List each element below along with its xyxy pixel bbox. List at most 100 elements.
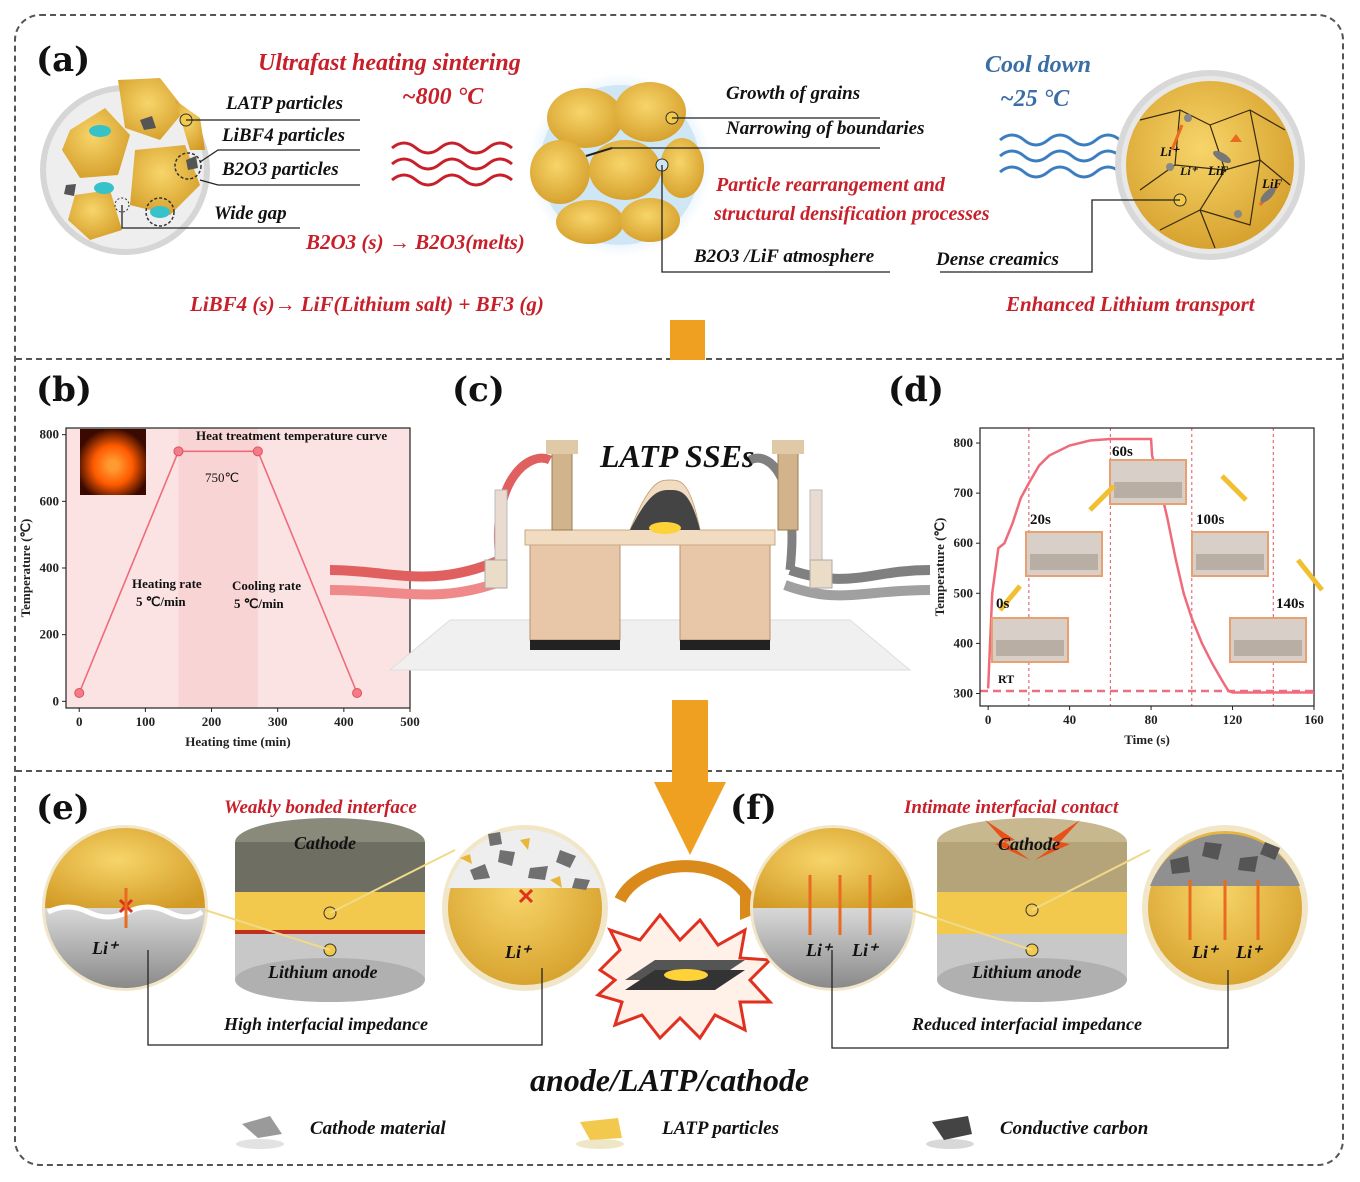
snapshot-arrow — [1296, 558, 1324, 592]
chart-b-legend: Heat treatment temperature curve — [196, 428, 388, 443]
snapshot-140s: 140s — [1276, 596, 1305, 612]
rt-label: RT — [998, 672, 1015, 686]
data-point — [252, 446, 263, 457]
shaded-region — [178, 428, 258, 708]
snapshot-photo-detail — [1030, 554, 1098, 570]
panel-label-f: (f) — [730, 788, 777, 828]
x-tick-label: 400 — [334, 714, 354, 729]
lightning-icon — [1035, 820, 1080, 860]
red-cable — [330, 555, 502, 582]
snapshot-arrow — [998, 584, 1022, 612]
x-tick-label: 0 — [985, 712, 992, 727]
x-axis-label: Heating time (min) — [185, 734, 290, 749]
y-tick-label: 400 — [40, 560, 60, 575]
e-impedance: High interfacial impedance — [224, 1014, 428, 1034]
down-arrow-2 — [654, 700, 726, 855]
latp-particle-icon — [580, 1118, 622, 1140]
label-rearrangement-2: structural densification processes — [714, 203, 990, 225]
f-title: Intimate interfacial contact — [904, 797, 1119, 818]
snapshot-photo-detail — [1114, 482, 1182, 498]
f-cathode-label: Cathode — [998, 834, 1061, 854]
x-axis-label: Time (s) — [1124, 732, 1170, 747]
latp-particle — [130, 145, 200, 215]
y-axis-label: Temperature (℃) — [932, 518, 947, 617]
f-li-2: Li⁺ — [852, 940, 878, 960]
heat-wave — [391, 141, 513, 155]
label-lif-1: LiF — [1208, 163, 1229, 178]
data-point — [74, 688, 85, 698]
label-growth-grains: Growth of grains — [726, 83, 861, 104]
plot-frame — [979, 427, 1315, 707]
f-li-4: Li⁺ — [1236, 942, 1262, 962]
reaction-b2o3: B2O3 (s) → B2O3(melts) — [306, 230, 525, 254]
snapshot-photo-detail — [1234, 640, 1302, 656]
panel-label-b: (b) — [36, 370, 92, 410]
snapshot-60s: 60s — [1112, 444, 1133, 460]
label-dense-ceramics: Dense creamics — [936, 249, 1059, 270]
snapshot-arrow — [1220, 474, 1248, 502]
x-tick-label: 120 — [1223, 712, 1243, 727]
heated-sample — [649, 522, 681, 534]
snapshot-0s: 0s — [996, 596, 1010, 612]
x-tick-label: 160 — [1304, 712, 1324, 727]
chart-b-cooling-rate: Cooling rate — [232, 578, 301, 593]
cathode-material-icon — [242, 1116, 282, 1138]
densifying-grains — [530, 82, 704, 244]
label-libf4-particles: LiBF4 particles — [222, 125, 345, 146]
panel-label-e: (e) — [36, 788, 90, 828]
snapshot-photo-detail — [996, 640, 1064, 656]
x-tick-label: 500 — [400, 714, 420, 729]
f-anode-label: Lithium anode — [972, 962, 1082, 982]
y-tick-label: 500 — [954, 585, 974, 600]
data-point — [352, 688, 363, 698]
panel-label-c: (c) — [452, 370, 505, 410]
b2o3-particle — [140, 116, 156, 130]
libf4-particle — [150, 206, 170, 218]
label-li-plus-a2: Li⁺ — [1180, 164, 1197, 178]
label-latp-particles: LATP particles — [226, 93, 343, 114]
legend-conductive-carbon: Conductive carbon — [1000, 1118, 1149, 1139]
cool-temp: ~25 °C — [1000, 86, 1070, 112]
label-li-plus-a1: Li⁺ — [1160, 144, 1179, 159]
chart-b-cooling-rate-value: 5 ℃/min — [234, 596, 284, 611]
chart-b-heating-rate: Heating rate — [132, 576, 202, 591]
heat-title: Ultrafast heating sintering — [258, 50, 521, 76]
e-anode-label: Lithium anode — [268, 962, 378, 982]
snapshot-photo-detail — [1196, 554, 1264, 570]
x-tick-label: 100 — [136, 714, 156, 729]
x-tick-label: 300 — [268, 714, 288, 729]
left-electrode-block — [529, 539, 621, 641]
chart-b-heating-rate-value: 5 ℃/min — [136, 594, 186, 609]
heat-temp: ~800 °C — [402, 84, 484, 110]
cool-title: Cool down — [985, 52, 1092, 78]
panel-label-a: (a) — [36, 40, 91, 80]
y-tick-label: 300 — [954, 685, 974, 700]
interface-graphics — [42, 818, 1308, 1049]
conductive-carbon-icon — [932, 1116, 972, 1140]
chart-b-plateau: 750℃ — [205, 470, 240, 485]
reaction-libf4: LiBF4 (s)→ LiF(Lithium salt) + BF3 (g) — [190, 292, 544, 316]
x-tick-label: 0 — [76, 714, 83, 729]
label-rearrangement-1: Particle rearrangement and — [716, 174, 945, 196]
snapshot-20s: 20s — [1030, 512, 1051, 528]
y-tick-label: 600 — [40, 493, 60, 508]
e-cathode-label: Cathode — [294, 833, 357, 853]
panel-a-graphics — [40, 70, 1305, 360]
right-electrode-block — [679, 539, 771, 641]
base-plate — [388, 619, 912, 671]
series-line — [986, 437, 1314, 694]
x-tick-label: 40 — [1063, 712, 1076, 727]
down-arrow-1 — [670, 320, 705, 360]
snapshot-arrow — [1088, 484, 1116, 512]
enhanced-transport: Enhanced Lithium transport — [1006, 292, 1255, 316]
f-li-3: Li⁺ — [1192, 942, 1218, 962]
libf4-particle — [94, 182, 114, 194]
x-tick-label: 200 — [202, 714, 222, 729]
figure-frame — [14, 14, 1344, 1166]
latp-particle — [62, 108, 130, 178]
f-impedance: Reduced interfacial impedance — [912, 1014, 1142, 1034]
legend-icons — [236, 1116, 974, 1149]
e-li-left: Li⁺ — [92, 938, 118, 958]
data-point — [173, 446, 184, 457]
